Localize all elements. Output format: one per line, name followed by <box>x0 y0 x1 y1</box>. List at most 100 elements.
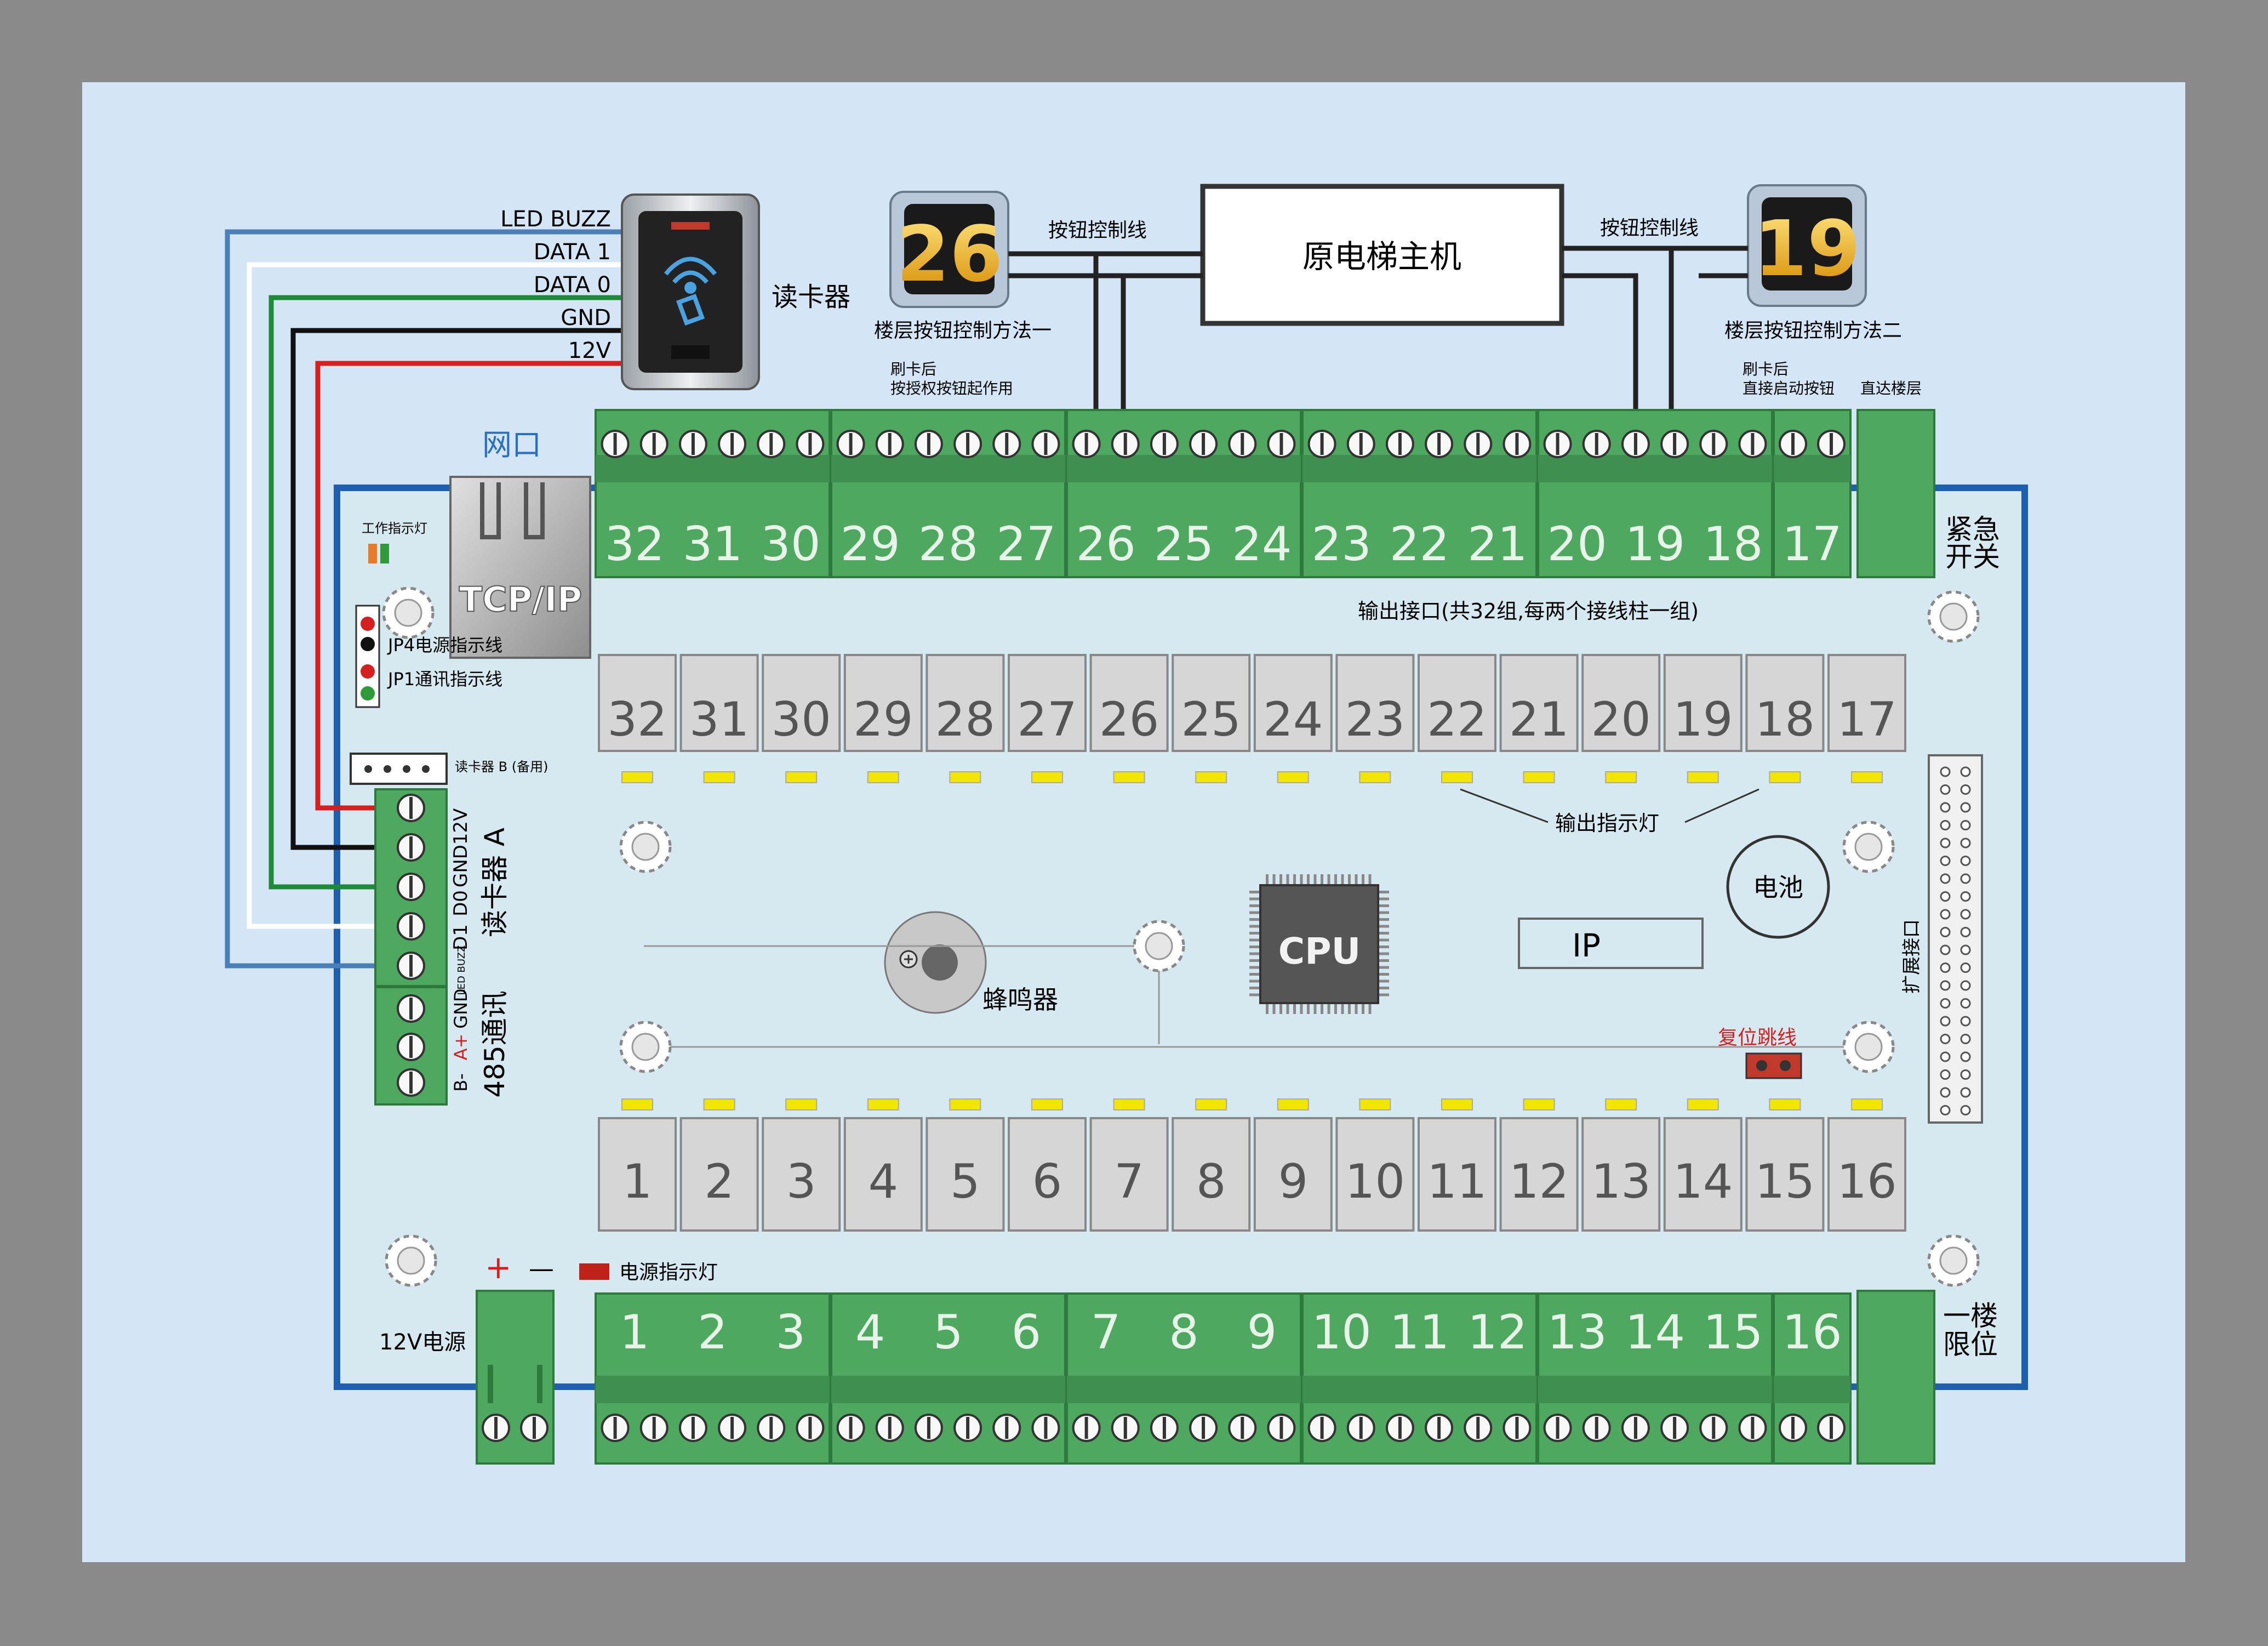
terminal-screw <box>757 1414 786 1442</box>
relay: 25 <box>1172 654 1251 752</box>
terminal-screw <box>992 430 1021 458</box>
terminal-screw <box>1228 1414 1257 1442</box>
rs485-pin-gnd: GND <box>450 988 471 1028</box>
terminal-screw <box>1346 1414 1375 1442</box>
bottom-terminal-number: 3 <box>775 1305 805 1360</box>
relay: 24 <box>1253 654 1333 752</box>
top-terminal-number: 28 <box>918 517 978 572</box>
reader-terminal-screw <box>397 994 425 1023</box>
relay-number: 30 <box>771 692 831 747</box>
terminal-screw <box>1189 1414 1218 1442</box>
reader-b-header <box>350 753 448 785</box>
terminal-screw <box>914 430 943 458</box>
relay-number: 7 <box>1114 1154 1144 1209</box>
power-minus: — <box>529 1254 554 1283</box>
relay-number: 31 <box>689 692 749 747</box>
cpu-label: CPU <box>1278 930 1361 972</box>
relay: 27 <box>1008 654 1087 752</box>
output-led <box>1687 771 1719 783</box>
top-terminal-number: 30 <box>761 517 820 572</box>
relay: 4 <box>843 1117 923 1232</box>
terminal-screw <box>639 430 669 458</box>
output-led <box>1113 1098 1145 1110</box>
terminal-screw <box>875 430 904 458</box>
relay-number: 15 <box>1755 1154 1815 1209</box>
terminal-screw <box>1150 1414 1179 1442</box>
relay: 5 <box>926 1117 1005 1232</box>
bottom-terminal-number: 4 <box>855 1305 886 1360</box>
bottom-terminal-block: 16 <box>1773 1292 1852 1465</box>
bottom-output-leds <box>621 1098 1883 1110</box>
relay-number: 26 <box>1099 692 1159 747</box>
terminal-screw <box>757 430 786 458</box>
bottom-terminal-number: 10 <box>1311 1305 1371 1360</box>
terminal-screw <box>836 1414 865 1442</box>
bottom-terminal-number: 13 <box>1547 1305 1607 1360</box>
relay: 13 <box>1581 1117 1661 1232</box>
reader-pin-12v: 12V <box>568 338 612 363</box>
relay: 10 <box>1335 1117 1415 1232</box>
relay: 17 <box>1827 654 1906 752</box>
terminal-screw <box>678 430 707 458</box>
floor-button-19: 19 <box>1747 184 1867 307</box>
top-terminal-number: 25 <box>1154 517 1214 572</box>
relay-number: 13 <box>1591 1154 1650 1209</box>
relay-number: 25 <box>1181 692 1241 747</box>
terminal-screw <box>992 1414 1021 1442</box>
output-led <box>785 1098 818 1110</box>
ip-box: IP <box>1518 918 1704 969</box>
buzzer <box>884 911 987 1014</box>
relay-number: 4 <box>868 1154 898 1209</box>
terminal-screw <box>1779 1414 1807 1442</box>
relay: 31 <box>679 654 759 752</box>
reader-terminal-screw <box>397 1068 425 1097</box>
relay: 7 <box>1089 1117 1169 1232</box>
terminal-screw <box>1699 430 1728 458</box>
reader-terminal-screw <box>397 833 425 862</box>
bottom-terminal-number: 15 <box>1703 1305 1763 1360</box>
limit-switch-terminal <box>1856 1290 1935 1465</box>
floor-button-b-caption: 楼层按钮控制方法二 <box>1724 320 1902 342</box>
relay: 8 <box>1172 1117 1251 1232</box>
terminal-screw <box>1660 430 1689 458</box>
reader-pin-gnd: GND <box>561 305 611 331</box>
rfid-wave-icon <box>664 257 717 326</box>
output-led <box>1195 1098 1227 1110</box>
emergency-switch-terminal <box>1856 409 1935 578</box>
relay: 1 <box>598 1117 677 1232</box>
relay: 20 <box>1581 654 1661 752</box>
output-led <box>1851 771 1883 783</box>
top-terminal-number: 22 <box>1390 517 1449 572</box>
wire-label-right: 按钮控制线 <box>1600 217 1699 240</box>
terminal-screw <box>601 1414 630 1442</box>
relay-number: 21 <box>1509 692 1569 747</box>
output-led <box>949 771 981 783</box>
relay: 14 <box>1663 1117 1743 1232</box>
floor-button-b-number: 19 <box>1754 204 1861 294</box>
power-label: 12V电源 <box>379 1330 466 1355</box>
emergency-label-1: 紧急 <box>1945 514 2000 545</box>
relay-number: 9 <box>1278 1154 1308 1209</box>
top-output-leds <box>621 771 1883 783</box>
mounting-hole <box>385 1234 437 1287</box>
output-led <box>703 1098 735 1110</box>
floor-button-a-number: 26 <box>896 210 1003 299</box>
terminal-screw <box>1385 430 1414 458</box>
terminal-screw <box>639 1414 669 1442</box>
terminal-screw <box>1582 430 1611 458</box>
top-terminal-number: 17 <box>1782 517 1842 572</box>
top-terminal-number: 18 <box>1703 517 1763 572</box>
terminal-screw <box>1072 1414 1101 1442</box>
output-led <box>1441 1098 1473 1110</box>
relay-number: 6 <box>1032 1154 1062 1209</box>
mounting-holes <box>382 586 1980 1287</box>
terminal-screw <box>1660 1414 1689 1442</box>
output-led-label: 输出指示灯 <box>1555 811 1659 835</box>
reader-a-pin-12v: 12V <box>450 808 472 845</box>
relay: 22 <box>1418 654 1496 752</box>
top-terminal-number: 20 <box>1547 517 1607 572</box>
floor-button-b-note-extra: 直达楼层 <box>1860 379 1922 397</box>
